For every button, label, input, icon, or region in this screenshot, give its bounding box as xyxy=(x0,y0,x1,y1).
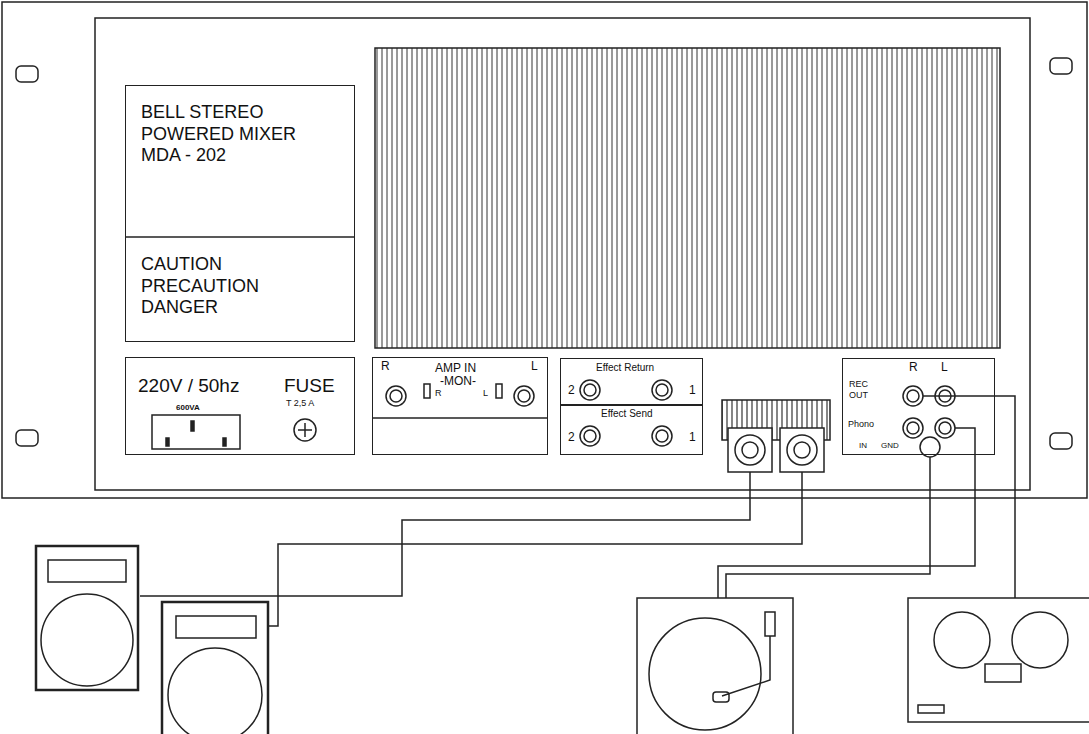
loudspeaker xyxy=(36,546,138,690)
jack xyxy=(903,386,923,406)
panel-label: -MON- xyxy=(440,374,476,388)
tape-head xyxy=(985,664,1021,682)
rack-slot xyxy=(1050,58,1072,74)
panel-label: 1 xyxy=(689,430,696,444)
panel-label: R xyxy=(381,359,390,373)
power-socket xyxy=(152,415,240,449)
rack-slot xyxy=(16,430,38,446)
panel-label: IN xyxy=(859,441,867,451)
power-box: 220V / 50hz FUSE 600VA T 2,5 A xyxy=(125,357,355,455)
vent-grille xyxy=(375,48,1000,348)
speaker-connector xyxy=(787,435,817,465)
mon-switch xyxy=(496,384,502,398)
rack-slot xyxy=(16,66,38,82)
jack xyxy=(935,418,955,438)
panel-label: Effect Return xyxy=(596,362,654,374)
jack xyxy=(652,380,672,400)
loudspeaker-cone xyxy=(41,594,133,686)
inner-panel xyxy=(95,18,1030,490)
turntable-platter xyxy=(649,618,761,730)
loudspeaker-horn xyxy=(176,616,256,638)
panel-label: L xyxy=(531,359,538,373)
socket-pin xyxy=(191,421,194,431)
jack xyxy=(652,426,672,446)
loudspeaker-cone xyxy=(168,648,262,734)
speaker-connector xyxy=(794,442,810,458)
speaker-wire xyxy=(140,472,750,596)
cartridge xyxy=(713,692,729,702)
panel-label: L xyxy=(483,388,488,399)
panel-label: 1 xyxy=(689,383,696,397)
turntable xyxy=(637,598,793,734)
jack xyxy=(584,430,596,442)
panel-label: R xyxy=(435,388,442,399)
amp-divider xyxy=(372,417,548,419)
panel-label: Effect Send xyxy=(601,408,653,420)
loudspeaker-horn xyxy=(48,560,126,582)
rack-outline xyxy=(2,2,1087,498)
jack xyxy=(939,422,951,434)
ground-terminal xyxy=(920,437,940,457)
effect-send-box: Effect Send 2 1 xyxy=(560,405,703,455)
jack xyxy=(580,380,600,400)
jack xyxy=(580,426,600,446)
rack-slot xyxy=(1050,433,1072,449)
panel-label: T 2,5 A xyxy=(286,398,314,409)
socket-pin xyxy=(223,438,226,446)
jack xyxy=(518,390,530,402)
speaker-connector xyxy=(780,428,824,472)
speaker-connector xyxy=(742,442,758,458)
panel-label: BELL STEREO POWERED MIXER MDA - 202 xyxy=(141,102,316,167)
speaker-connector xyxy=(728,428,772,472)
label-divider xyxy=(125,236,355,238)
panel-label: R xyxy=(909,360,918,374)
jack xyxy=(390,390,402,402)
tape-deck xyxy=(908,598,1089,722)
jack xyxy=(584,384,596,396)
tonearm xyxy=(722,636,770,696)
panel-label: REC OUT xyxy=(849,379,875,401)
jack xyxy=(903,418,923,438)
panel-label: 600VA xyxy=(176,403,200,413)
tonearm-pivot xyxy=(765,612,775,636)
socket-pin xyxy=(166,438,169,446)
tape-reel xyxy=(1012,612,1068,668)
fuse-holder xyxy=(294,419,316,441)
jack xyxy=(656,430,668,442)
amp-in-box: RAMP INL-MON-RL xyxy=(372,357,548,455)
panel-label: 2 xyxy=(568,430,575,444)
rec-phono-box: R L REC OUT PhonoIN GND xyxy=(842,358,995,455)
loudspeaker xyxy=(162,602,268,734)
panel-label: Phono xyxy=(848,419,874,430)
fuse-slot xyxy=(304,423,306,437)
panel-label: FUSE xyxy=(284,375,335,398)
ground-wire xyxy=(726,457,930,598)
effect-return-box: Effect Return 2 1 xyxy=(560,358,703,405)
jack xyxy=(656,384,668,396)
panel-label: GND xyxy=(881,441,899,451)
panel-label: AMP IN xyxy=(435,361,476,375)
jack xyxy=(386,386,406,406)
panel-label: L xyxy=(941,360,948,374)
tape-button xyxy=(918,705,944,713)
panel-label: CAUTION PRECAUTION DANGER xyxy=(141,254,316,319)
mon-switch xyxy=(424,384,430,398)
jack xyxy=(907,422,919,434)
jack xyxy=(514,386,534,406)
rec-wire xyxy=(923,396,1015,598)
speaker-connector xyxy=(735,435,765,465)
panel-label: 220V / 50hz xyxy=(138,375,239,398)
label-box: BELL STEREO POWERED MIXER MDA - 202CAUTI… xyxy=(125,85,355,342)
phono-wire xyxy=(718,428,975,598)
speaker-wire xyxy=(268,472,802,626)
panel-label: 2 xyxy=(568,383,575,397)
jack xyxy=(907,390,919,402)
tape-reel xyxy=(934,612,990,668)
